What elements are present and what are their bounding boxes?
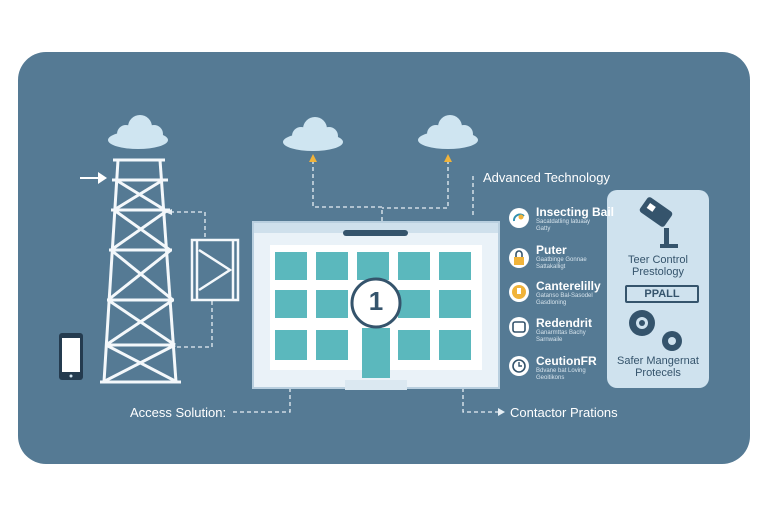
- feature-subtitle: Gatty: [536, 226, 551, 232]
- feature-subtitle: Bdvane bat Loving: [536, 368, 586, 374]
- card-footer-subtitle: Protecels: [635, 367, 681, 379]
- bell-icon: [509, 282, 529, 302]
- info-card: [607, 190, 709, 388]
- gear-icon: [662, 331, 682, 351]
- feature-title: Insecting Bail: [536, 205, 615, 219]
- access-solution-label: Access Solution:: [130, 405, 227, 420]
- feature-title: Canterelilly: [536, 279, 601, 293]
- card-title: Teer Control: [628, 254, 688, 266]
- cloud-icon: [108, 115, 168, 149]
- feature-subtitle: Sacatdatling latuaay: [536, 219, 591, 225]
- feature-subtitle: Sarnwaile: [536, 337, 563, 343]
- card-subtitle: Prestology: [632, 266, 684, 278]
- arrow-up-icon: [444, 154, 452, 162]
- feature-title: Redendrit: [536, 316, 593, 330]
- feature-subtitle: Gaatbinge Gonnae: [536, 257, 587, 263]
- feature-title: Puter: [536, 243, 567, 257]
- arrow-right-icon: [98, 172, 107, 184]
- phone-icon: [59, 333, 83, 380]
- cloud-icon: [418, 115, 478, 149]
- fingerprint-icon: [509, 208, 529, 228]
- gear-shield-icon: [629, 310, 655, 336]
- lock-icon: [509, 248, 529, 268]
- arrow-left-icon: [165, 209, 172, 215]
- building-number: 1: [368, 286, 384, 316]
- arrow-up-icon: [309, 154, 317, 162]
- clock-icon: [509, 356, 529, 376]
- feature-title: CeutionFR: [536, 354, 597, 368]
- security-camera-icon: [639, 197, 678, 248]
- cloud-icon: [283, 117, 343, 151]
- feature-subtitle: Geoitikons: [536, 375, 565, 381]
- feature-subtitle: Gasdloning: [536, 300, 567, 306]
- advanced-technology-label: Advanced Technology: [483, 170, 610, 185]
- feature-subtitle: Gatanso Bal-Sasodel: [536, 293, 593, 299]
- gate-icon: [190, 238, 240, 302]
- building-icon: [252, 221, 500, 390]
- contactor-label: Contactor Prations: [510, 405, 618, 420]
- arrow-right-icon: [498, 408, 505, 416]
- card-badge: PPALL: [625, 285, 699, 303]
- tower-icon: [100, 158, 181, 384]
- card-footer-title: Safer Mangernat: [617, 355, 699, 367]
- feature-subtitle: Ganarmttas Bachy: [536, 330, 586, 336]
- feature-subtitle: Sattakalligt: [536, 264, 566, 270]
- camera-icon: [509, 317, 529, 337]
